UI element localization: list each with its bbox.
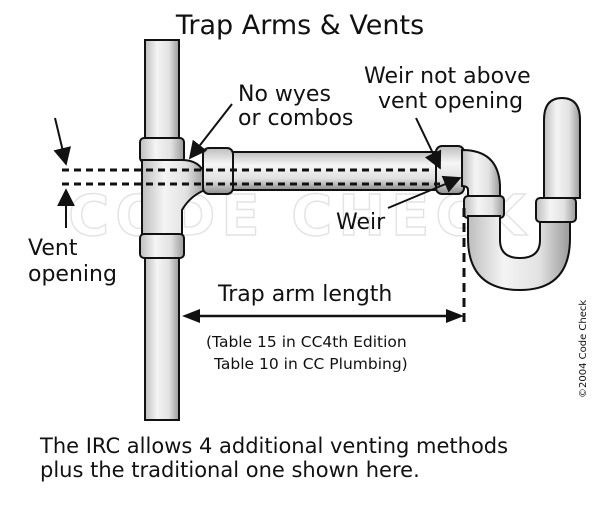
table-reference-1: (Table 15 in CC4th Edition	[206, 333, 407, 351]
vent-opening-label-1: Vent	[28, 236, 78, 261]
vent-opening-label-2: opening	[28, 262, 117, 287]
p-trap-u-bend	[467, 215, 571, 292]
footer-line-2: plus the traditional one shown here.	[40, 458, 420, 482]
fixture-tailpiece	[543, 96, 581, 199]
stack-coupling-upper	[139, 137, 185, 163]
trap-arm-pipe	[227, 151, 443, 191]
trap-bend	[461, 148, 501, 201]
no-wyes-label-1: No wyes	[238, 82, 331, 107]
no-wyes-arrow	[188, 103, 233, 160]
table-reference-2: Table 10 in CC Plumbing)	[214, 355, 408, 373]
no-wyes-label-2: or combos	[238, 106, 354, 131]
trap-arm-left-arrowhead	[182, 309, 200, 323]
trap-coupling-right	[535, 197, 577, 223]
weir-not-above-label-1: Weir not above	[364, 64, 531, 89]
trap-arm-right-arrowhead	[446, 309, 464, 323]
copyright-notice: ©2004 Code Check	[578, 299, 589, 398]
trap-arm-length-label: Trap arm length	[218, 282, 393, 307]
weir-label: Weir	[336, 210, 386, 235]
trap-coupling-left	[463, 195, 505, 219]
stack-coupling-lower	[139, 233, 185, 259]
weir-not-above-arrow	[415, 117, 442, 170]
footer-line-1: The IRC allows 4 additional venting meth…	[40, 434, 509, 458]
weir-arrow	[387, 175, 462, 209]
weir-not-above-label-2: vent opening	[378, 89, 524, 114]
watermark: CODE CHECK	[68, 184, 532, 249]
diagram-title: Trap Arms & Vents	[175, 10, 425, 41]
vent-top-arrow	[53, 117, 71, 166]
